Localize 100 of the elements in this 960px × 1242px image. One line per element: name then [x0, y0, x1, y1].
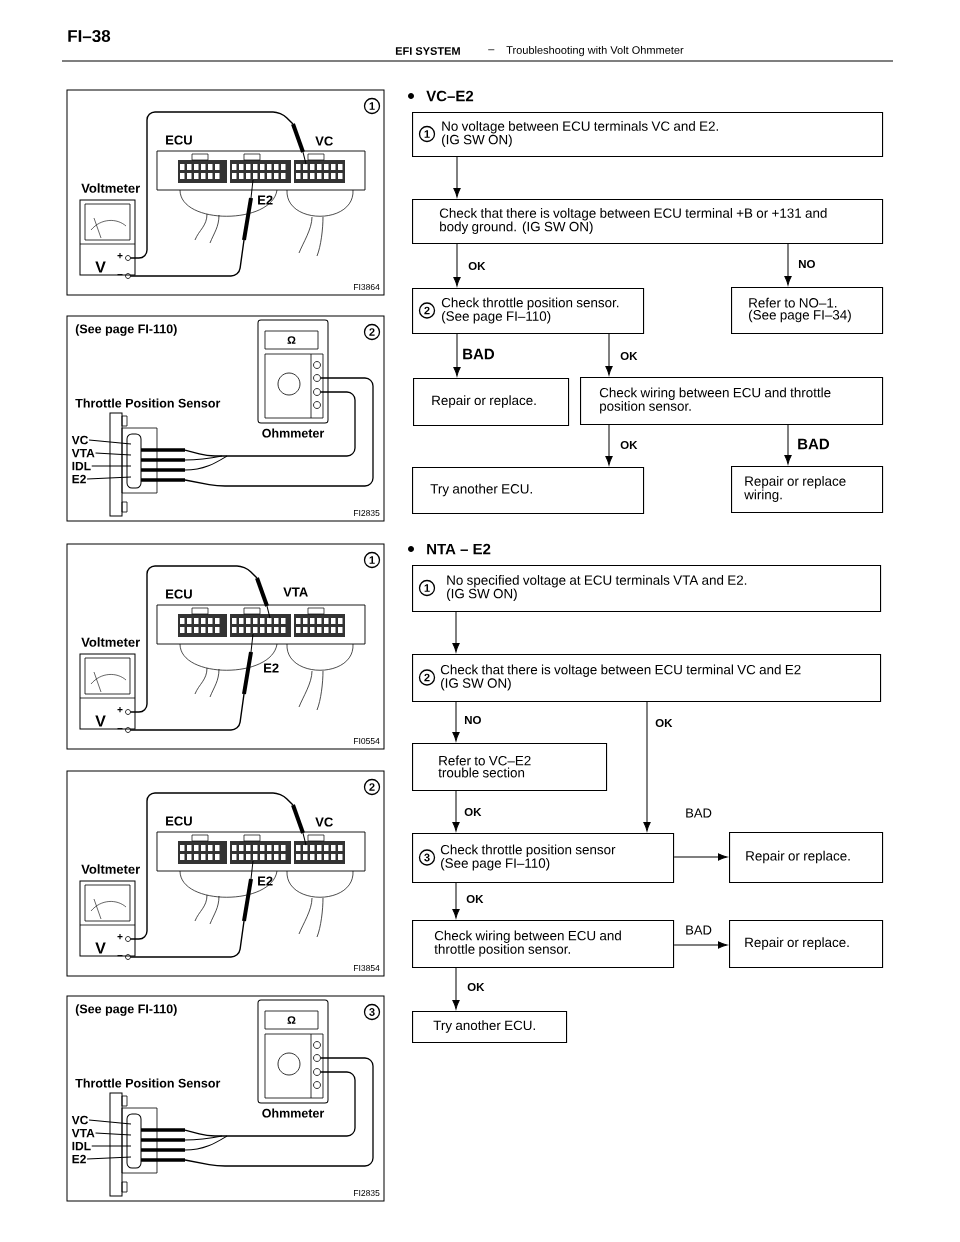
figure-code: FI2835 — [354, 510, 380, 516]
process-box: Try another ECU. — [412, 467, 645, 515]
step-number: 1 — [418, 579, 436, 597]
section-subtitle: Troubleshooting with Volt Ohmmeter — [506, 45, 684, 57]
callout-number: 3 — [363, 1003, 381, 1021]
process-box: Check wiring between ECU and throttle position sensor. — [412, 920, 675, 969]
edge-label: BAD — [796, 437, 831, 451]
part-label: Ohmmeter — [262, 428, 325, 438]
edge-label: BAD — [461, 347, 496, 361]
part-label: E2 — [264, 663, 279, 673]
part-label: ECU — [166, 135, 192, 145]
part-label: Throttle Position Sensor — [75, 398, 221, 408]
arrow — [453, 156, 461, 198]
process-box: Refer to NO–1. (See page FI–34) — [731, 287, 884, 335]
arrow — [643, 701, 651, 832]
step-number: 2 — [418, 669, 436, 686]
part-label: Voltmeter — [81, 637, 140, 647]
process-box: Check wiring between ECU and throttle position sensor. — [580, 377, 884, 426]
leader-line — [95, 1132, 132, 1136]
meter-label: V — [95, 715, 106, 727]
callout-number: 2 — [363, 778, 381, 796]
edge-label: OK — [463, 806, 483, 818]
leader-line — [91, 1145, 132, 1147]
terminal-sign: + — [117, 707, 123, 713]
terminal-sign: − — [117, 274, 123, 276]
process-box: Try another ECU. — [412, 1011, 568, 1044]
arrow — [784, 424, 792, 465]
process-box: Repair or replace. — [729, 920, 884, 969]
terminal-sign: + — [117, 253, 123, 259]
edge-label: NO — [797, 258, 817, 270]
part-label: ECU — [166, 816, 192, 826]
process-box: Repair or replace. — [413, 378, 570, 427]
terminal-sign: − — [117, 955, 123, 957]
pin-label: IDL — [72, 461, 91, 471]
arrow — [605, 424, 613, 466]
leader-line — [88, 439, 132, 445]
process-box: 3 Check throttle position sensor (See page FI–110) — [412, 833, 675, 884]
figure-code: FI3864 — [354, 284, 380, 290]
leader-line — [91, 465, 132, 467]
part-label: E2 — [258, 876, 273, 886]
arrow — [673, 853, 728, 861]
leader-line — [95, 452, 132, 456]
part-label: VC — [315, 136, 333, 146]
part-label: Voltmeter — [81, 864, 140, 874]
process-box: 2 Check throttle position sensor. (See page FI–110) — [412, 288, 645, 335]
edge-label: BAD — [684, 807, 713, 819]
leader-line — [86, 476, 132, 480]
process-box: Repair or replace wiring. — [731, 466, 884, 514]
arrow — [673, 941, 728, 949]
section-title: EFI SYSTEM — [395, 47, 460, 55]
edge-label: OK — [619, 350, 639, 362]
step-number: 1 — [418, 125, 436, 143]
arrow — [605, 333, 613, 376]
figure-code: FI2835 — [354, 1190, 380, 1196]
arrow — [452, 790, 460, 832]
edge-label: OK — [466, 981, 486, 993]
pin-label: E2 — [72, 474, 86, 484]
part-label: VC — [315, 817, 333, 827]
edge-label: OK — [465, 893, 485, 905]
step-number: 2 — [418, 302, 436, 319]
process-box: Refer to VC–E2 trouble section — [412, 743, 608, 792]
edge-label: BAD — [684, 924, 713, 936]
part-label: Ohmmeter — [262, 1108, 325, 1118]
callout-number: 1 — [363, 97, 381, 115]
callout-number: 2 — [363, 323, 381, 341]
process-box: Repair or replace. — [729, 832, 884, 884]
pin-label: VTA — [71, 448, 95, 458]
part-label: ECU — [166, 589, 192, 599]
page-number: FI–38 — [68, 30, 111, 43]
page-reference: (See page FI-110) — [75, 1004, 177, 1016]
process-box: 1 No voltage between ECU terminals VC and E2. (IG SW ON) — [412, 112, 884, 158]
meter-label: V — [95, 942, 106, 954]
leader-line — [88, 1119, 132, 1125]
meter-label: V — [95, 261, 106, 273]
callout-number: 1 — [363, 551, 381, 569]
heading: NTA – E2 — [427, 543, 491, 555]
arrow — [452, 701, 460, 742]
arrow — [453, 333, 461, 377]
pin-label: VC — [71, 1115, 89, 1125]
edge-label: NO — [463, 714, 483, 726]
process-box: 1 No specified voltage at ECU terminals VTA and E2. (IG SW ON) — [412, 565, 882, 613]
process-box: Check that there is voltage between ECU terminal +B or +131 and body ground. (IG SW ON) — [412, 199, 884, 245]
step-number: 3 — [418, 849, 436, 866]
leader-line — [86, 1156, 132, 1160]
meter-symbol: Ω — [287, 336, 296, 344]
meter-symbol: Ω — [287, 1016, 296, 1024]
part-label: Throttle Position Sensor — [75, 1078, 221, 1088]
arrow — [784, 243, 792, 286]
arrow — [452, 611, 460, 653]
pin-label: VC — [71, 435, 89, 445]
part-label: VTA — [283, 587, 308, 597]
edge-label: OK — [654, 717, 674, 729]
part-label: Voltmeter — [81, 183, 140, 193]
edge-label: OK — [467, 260, 487, 272]
arrow — [453, 243, 461, 287]
arrow — [452, 882, 460, 919]
part-label: E2 — [258, 195, 273, 205]
terminal-sign: − — [117, 728, 123, 730]
figure-code: FI3854 — [354, 965, 380, 971]
terminal-sign: + — [117, 934, 123, 940]
